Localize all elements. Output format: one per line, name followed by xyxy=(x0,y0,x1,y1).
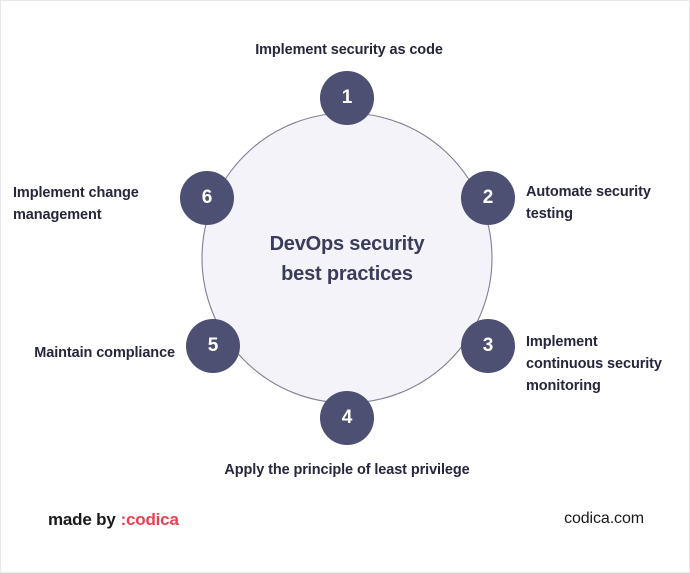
step-badge-6-number: 6 xyxy=(201,187,213,208)
step-badge-1-number: 1 xyxy=(341,87,353,108)
step-badge-4-number: 4 xyxy=(341,407,353,428)
step-badge-3[interactable]: 3 xyxy=(461,319,515,373)
step-label-2: Automate security testing xyxy=(526,184,651,223)
step-badge-3-number: 3 xyxy=(482,335,494,356)
step-label-3: Implement continuous security monitoring xyxy=(526,334,662,395)
step-badge-2-number: 2 xyxy=(482,187,494,208)
step-label-4: Apply the principle of least privilege xyxy=(224,462,470,478)
step-badge-4[interactable]: 4 xyxy=(320,391,374,445)
diagram-center-title: DevOps security best practices xyxy=(222,229,472,289)
step-badge-5-number: 5 xyxy=(207,335,219,356)
step-badge-1[interactable]: 1 xyxy=(320,71,374,125)
circular-process-diagram: DevOps security best practices 1 Impleme… xyxy=(1,1,689,511)
footer: made by:codica codica.com xyxy=(1,510,689,572)
step-badge-2[interactable]: 2 xyxy=(461,171,515,225)
step-label-5: Maintain compliance xyxy=(34,345,175,361)
made-by-credit: made by:codica xyxy=(48,510,179,530)
center-title-line-1: DevOps security xyxy=(269,233,425,255)
step-label-6: Implement change management xyxy=(13,185,139,224)
center-title-line-2: best practices xyxy=(281,263,413,285)
site-url[interactable]: codica.com xyxy=(564,510,644,527)
step-label-1: Implement security as code xyxy=(255,42,443,58)
step-badge-6[interactable]: 6 xyxy=(180,171,234,225)
step-badge-5[interactable]: 5 xyxy=(186,319,240,373)
codica-logo-text: :codica xyxy=(120,510,179,529)
made-by-prefix: made by xyxy=(48,510,116,529)
